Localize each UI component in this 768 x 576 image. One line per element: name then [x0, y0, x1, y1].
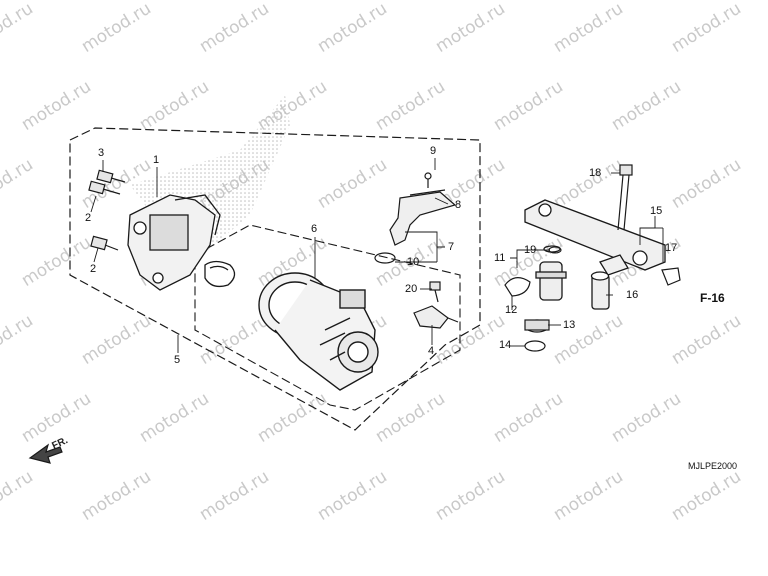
callout-6[interactable]: 6 — [311, 223, 318, 235]
figure-reference[interactable]: F-16 — [700, 291, 725, 305]
bolt-18 — [617, 164, 633, 231]
cap-16 — [590, 271, 610, 310]
callout-16[interactable]: 16 — [626, 289, 639, 301]
callout-19[interactable]: 19 — [524, 244, 537, 256]
leader-lines — [90, 158, 664, 353]
clip-17 — [661, 267, 681, 286]
throttle-sensor-unit — [127, 194, 221, 291]
callout-12[interactable]: 12 — [505, 304, 518, 316]
callout-7[interactable]: 7 — [448, 241, 455, 253]
bolt-20 — [429, 281, 441, 303]
callout-5[interactable]: 5 — [174, 354, 181, 366]
callout-14[interactable]: 14 — [499, 339, 512, 351]
fuel-rail-15 — [524, 199, 666, 276]
callout-13[interactable]: 13 — [563, 319, 576, 331]
callout-9[interactable]: 9 — [430, 145, 437, 157]
assembly-frame-outer — [69, 127, 481, 431]
drawing-code: MJLPE2000 — [688, 461, 738, 471]
callout-17[interactable]: 17 — [665, 242, 678, 254]
callout-4[interactable]: 4 — [428, 345, 435, 357]
sensor-4 — [413, 305, 459, 329]
callout-15[interactable]: 15 — [650, 205, 663, 217]
seal-13 — [524, 319, 550, 333]
callout-1[interactable]: 1 — [153, 154, 160, 166]
callout-3[interactable]: 3 — [98, 147, 105, 159]
ring-14 — [524, 340, 546, 352]
throttle-body — [258, 272, 379, 391]
callout-20[interactable]: 20 — [405, 283, 418, 295]
callout-11[interactable]: 11 — [494, 252, 506, 264]
callout-18[interactable]: 18 — [589, 167, 602, 179]
clip-part — [204, 260, 236, 288]
clip-12 — [504, 277, 531, 297]
callout-2a[interactable]: 2 — [85, 212, 92, 224]
callout-8[interactable]: 8 — [455, 199, 462, 211]
screws — [88, 169, 126, 251]
callout-2b[interactable]: 2 — [90, 263, 97, 275]
sensor-assembly-7 — [374, 172, 457, 264]
front-direction-arrow — [28, 443, 63, 464]
callout-10[interactable]: 10 — [407, 256, 420, 268]
assembly-frame-inner — [194, 224, 461, 411]
injector-11 — [535, 245, 567, 301]
